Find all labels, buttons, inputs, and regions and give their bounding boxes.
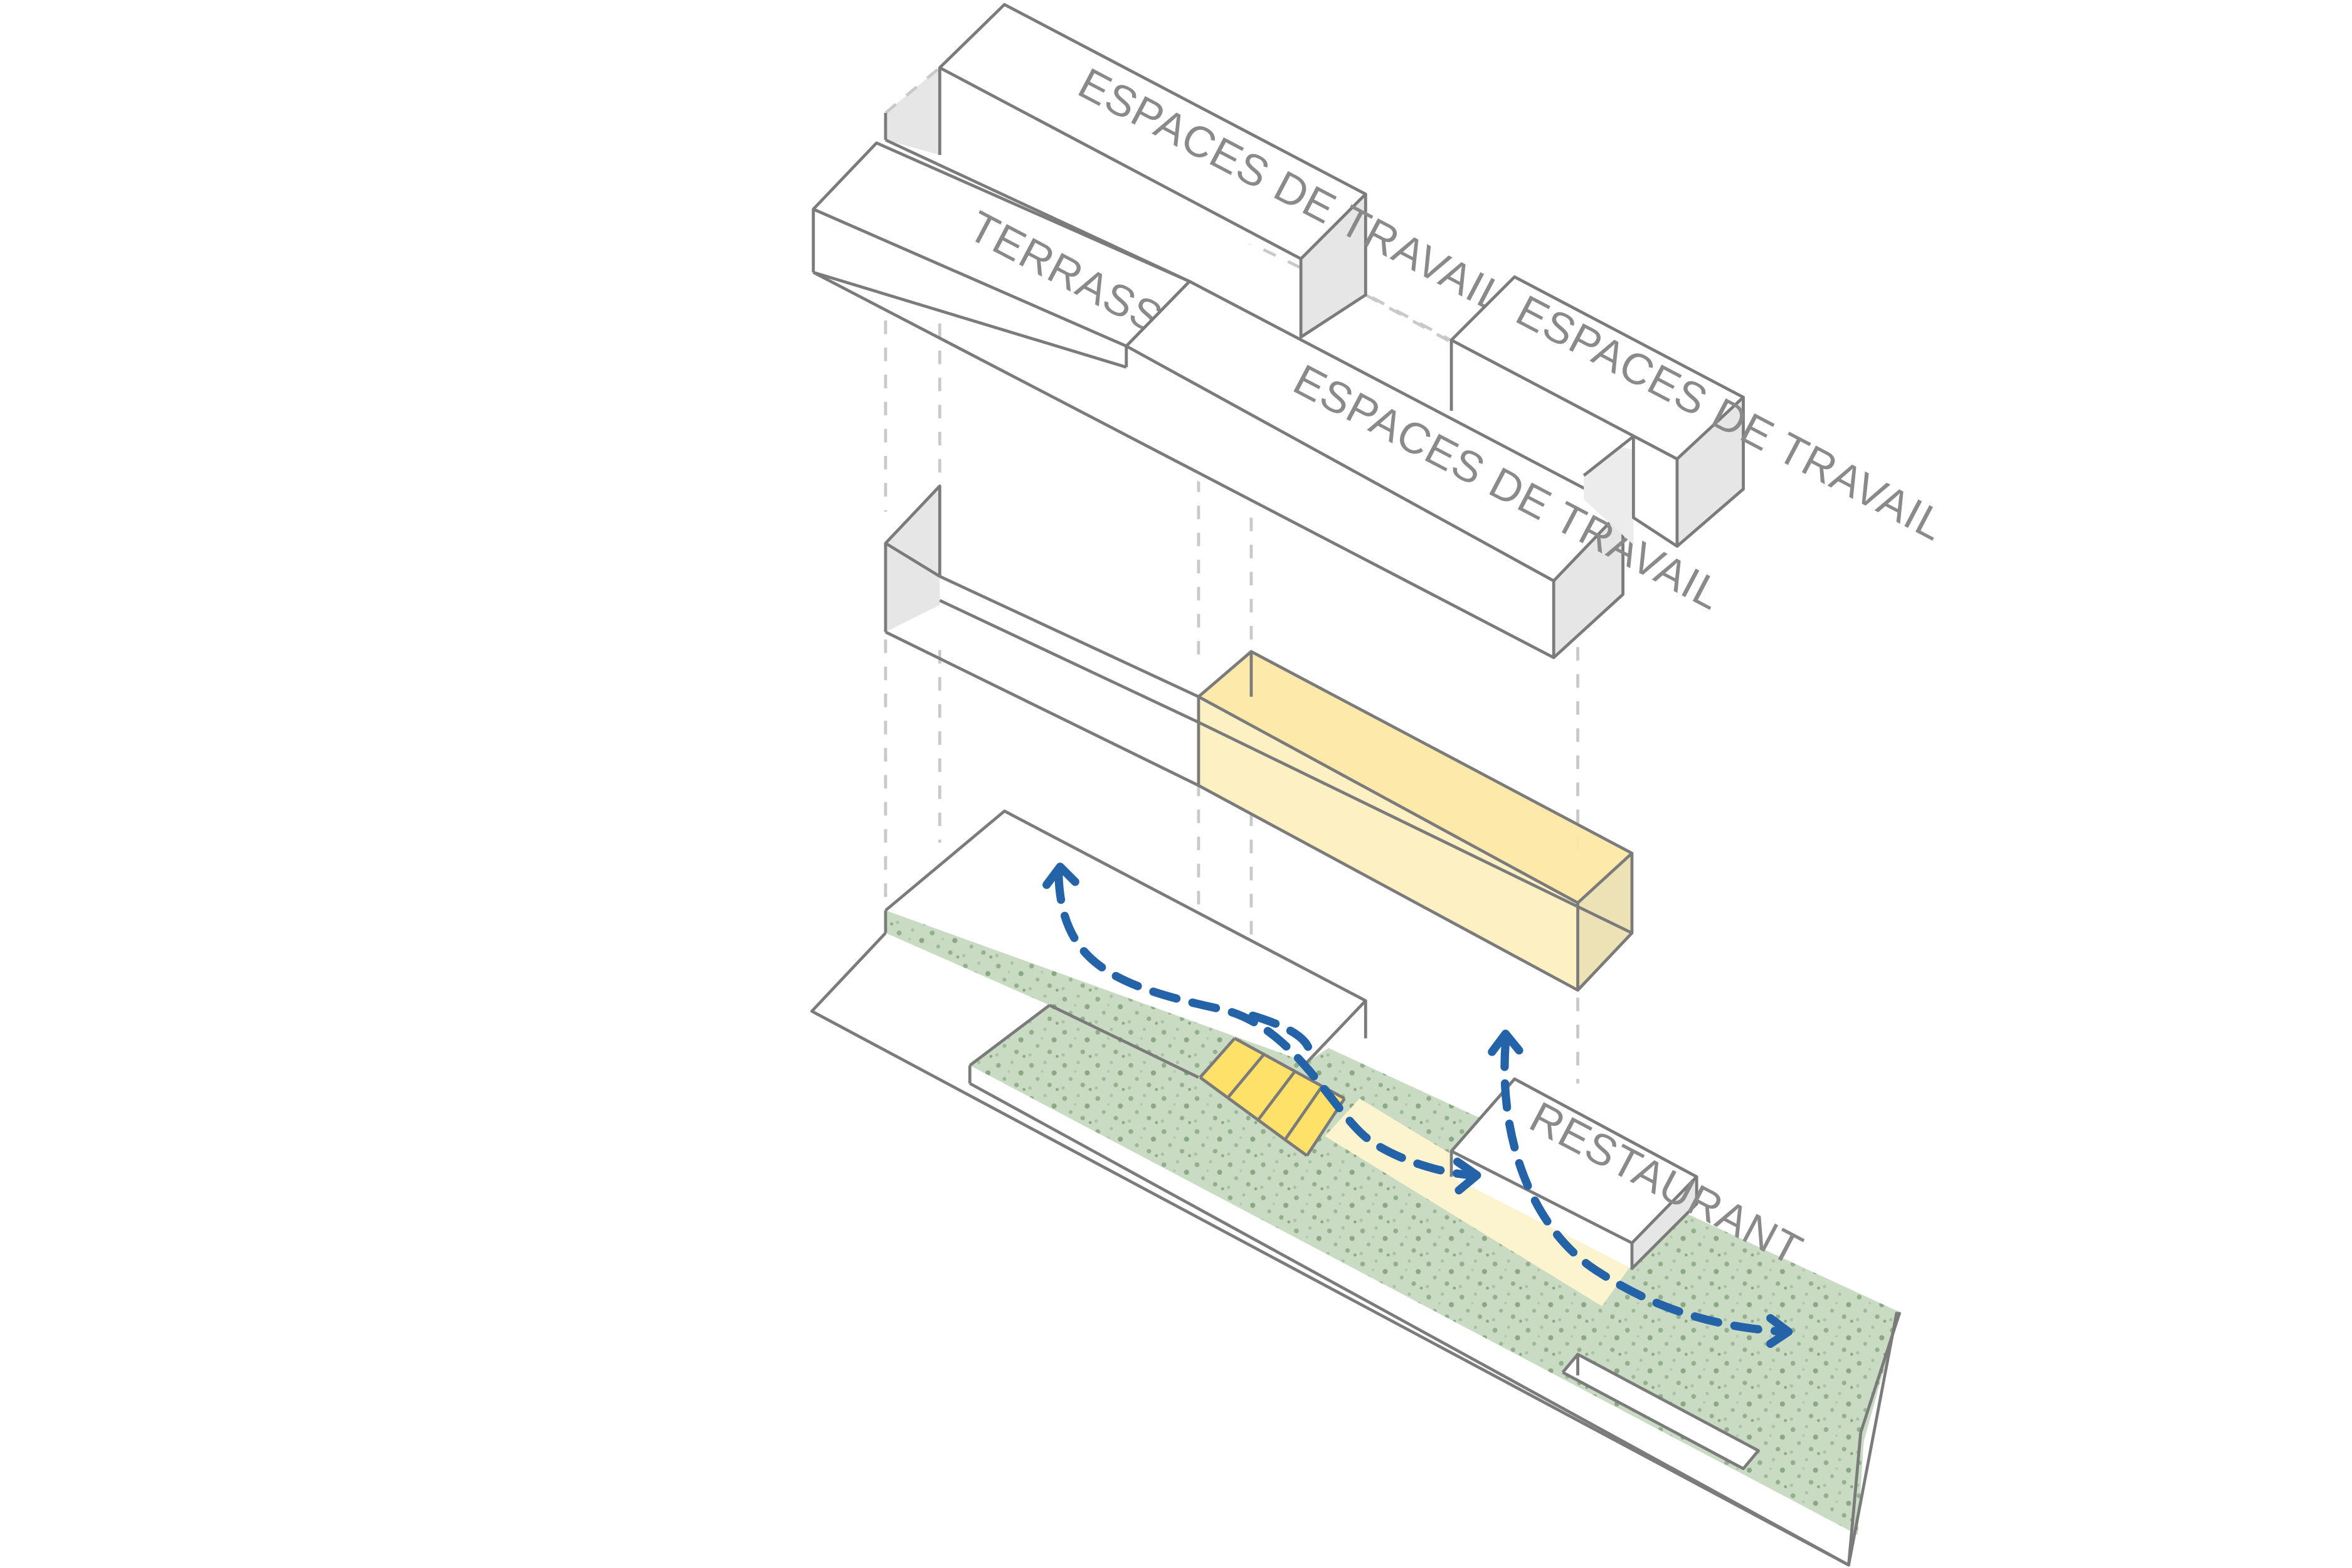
green-strip bbox=[885, 868, 1900, 1535]
upper-level-blocks: ESPACES DE TRAVAIL TERRASSE ESPACES DE T… bbox=[812, 3, 1952, 659]
flow-path-left bbox=[1054, 871, 1477, 1180]
flow-path-right bbox=[1500, 1039, 1788, 1336]
flow-path-cross bbox=[1248, 1011, 1315, 1059]
slot-opening bbox=[1561, 1352, 1760, 1471]
ground-left-slab bbox=[884, 809, 1367, 1064]
block-central-workspaces: ESPACES DE TRAVAIL bbox=[812, 271, 1730, 659]
arrow-head-icon bbox=[1042, 862, 1079, 889]
stairs bbox=[1199, 1037, 1346, 1157]
circulation-arrows bbox=[1042, 862, 1793, 1348]
ground-level: RESTAURANT bbox=[810, 809, 1902, 1567]
arrow-head-icon bbox=[1766, 1314, 1793, 1348]
middle-level bbox=[884, 484, 1634, 992]
pale-path bbox=[1325, 1098, 1632, 1306]
arrow-head-icon bbox=[1453, 1157, 1481, 1195]
yellow-volume bbox=[1197, 650, 1634, 992]
arrow-head-icon bbox=[1488, 1029, 1523, 1056]
